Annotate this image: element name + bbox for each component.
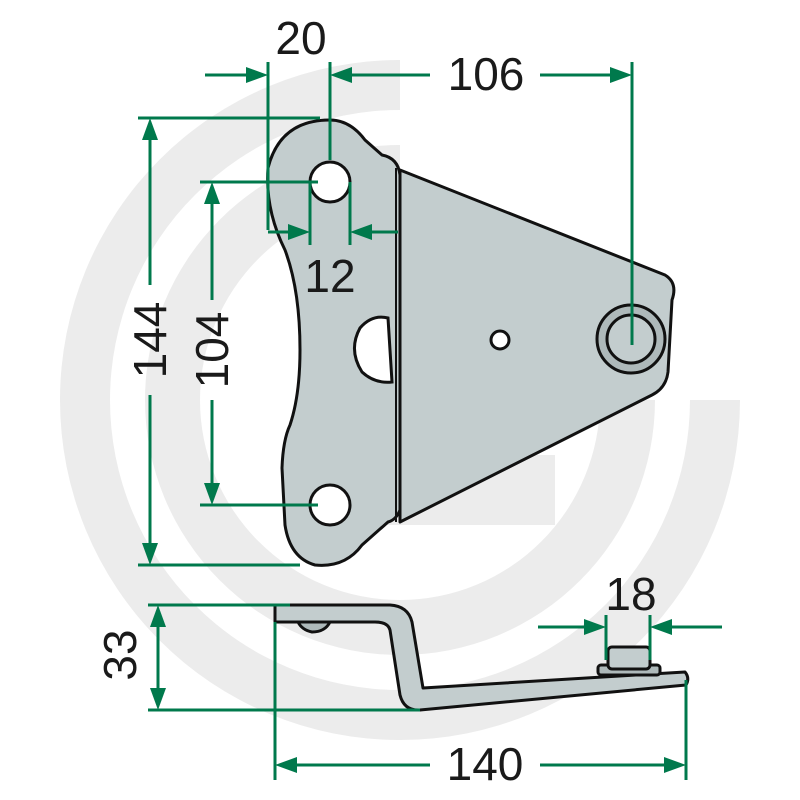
dimension-lines <box>138 62 722 780</box>
side-rivet <box>296 620 332 634</box>
side-bushing <box>606 645 652 671</box>
dim-106-label: 106 <box>448 48 525 100</box>
dim-18-label: 18 <box>605 568 656 620</box>
bracket-plate <box>398 168 676 524</box>
center-hole <box>489 329 511 351</box>
dim-20-label: 20 <box>275 12 326 64</box>
dim-33-label: 33 <box>94 629 146 680</box>
dim-144-label: 144 <box>124 302 176 379</box>
dimension-labels: 20 106 12 144 104 18 33 140 <box>94 12 657 790</box>
dim-12-label: 12 <box>304 250 355 302</box>
dim-104-label: 104 <box>186 312 238 389</box>
dim-140-label: 140 <box>447 738 524 790</box>
slot-hole <box>353 315 394 384</box>
side-profile <box>273 603 690 712</box>
